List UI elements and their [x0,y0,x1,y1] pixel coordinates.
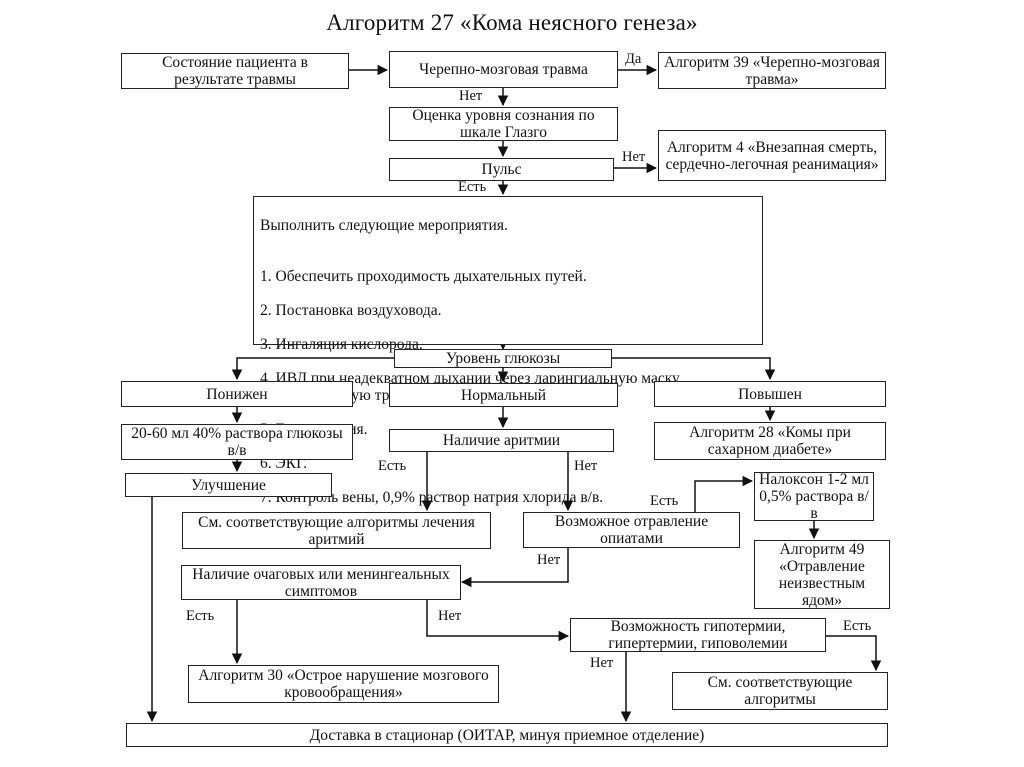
node-glasgow: Оценка уровня сознания по шкале Глазго [389,107,618,141]
node-glucose-dose: 20-60 мл 40% раствора глюкозы в/в [121,424,353,460]
edge-label-no: Нет [537,552,561,568]
edge-label-present: Есть [843,618,872,634]
node-delivery: Доставка в стационар (ОИТАР, минуя прием… [126,723,888,747]
edge-label-yes: Да [625,51,642,67]
node-alg39: Алгоритм 39 «Черепно-мозговая травма» [658,52,886,89]
edge-label-present: Есть [458,179,487,195]
node-raised: Повышен [654,381,886,407]
edge-label-no: Нет [459,88,483,104]
edge-label-no: Нет [438,608,462,624]
measure-step: 1. Обеспечить проходимость дыхательных п… [260,268,587,285]
edge-label-present: Есть [650,493,679,509]
node-alg49: Алгоритм 49 «Отравление неизвестным ядом… [754,540,890,609]
node-pulse: Пульс [389,158,614,181]
edge-label-no: Нет [622,149,646,165]
node-arrhythmia: Наличие аритмии [389,429,614,452]
diagram-title: Алгоритм 27 «Кома неясного генеза» [326,10,698,35]
node-normal: Нормальный [389,383,618,407]
node-see-algs: См. соответствующие алгоритмы [672,672,888,710]
node-glucose-level: Уровень глюкозы [394,349,612,368]
node-alg28: Алгоритм 28 «Комы при сахарном диабете» [654,422,886,460]
node-naloxone: Налоксон 1-2 мл 0,5% раствора в/в [754,471,874,522]
node-opiate: Возможное отравление опиатами [523,512,740,548]
measure-step: 2. Постановка воздуховода. [260,302,442,319]
node-lowered: Понижен [121,381,353,407]
node-tbi: Черепно-мозговая травма [389,51,618,88]
measure-step: 7. Контроль вены, 0,9% раствор натрия хл… [260,489,604,506]
measure-step: 3. Ингаляция кислорода. [260,336,423,353]
node-arrhythmia-algs: См. соответствующие алгоритмы лечения ар… [182,512,491,549]
node-hypothermia: Возможность гипотермии, гипертермии, гип… [570,618,826,652]
node-focal: Наличие очаговых или менингеальных симпт… [181,565,461,600]
measures-heading: Выполнить следующие мероприятия. [260,217,508,234]
node-alg4: Алгоритм 4 «Внезапная смерть, сердечно-л… [658,130,886,181]
edge-label-no: Нет [574,458,598,474]
node-improvement: Улучшение [125,473,332,497]
edge-label-present: Есть [186,608,215,624]
node-measures: Выполнить следующие мероприятия. 1. Обес… [253,196,763,540]
edge-label-no: Нет [590,655,614,671]
node-alg30: Алгоритм 30 «Острое нарушение мозгового … [188,665,499,703]
node-trauma-state: Состояние пациента в результате травмы [121,53,349,89]
edge-label-present: Есть [378,458,407,474]
